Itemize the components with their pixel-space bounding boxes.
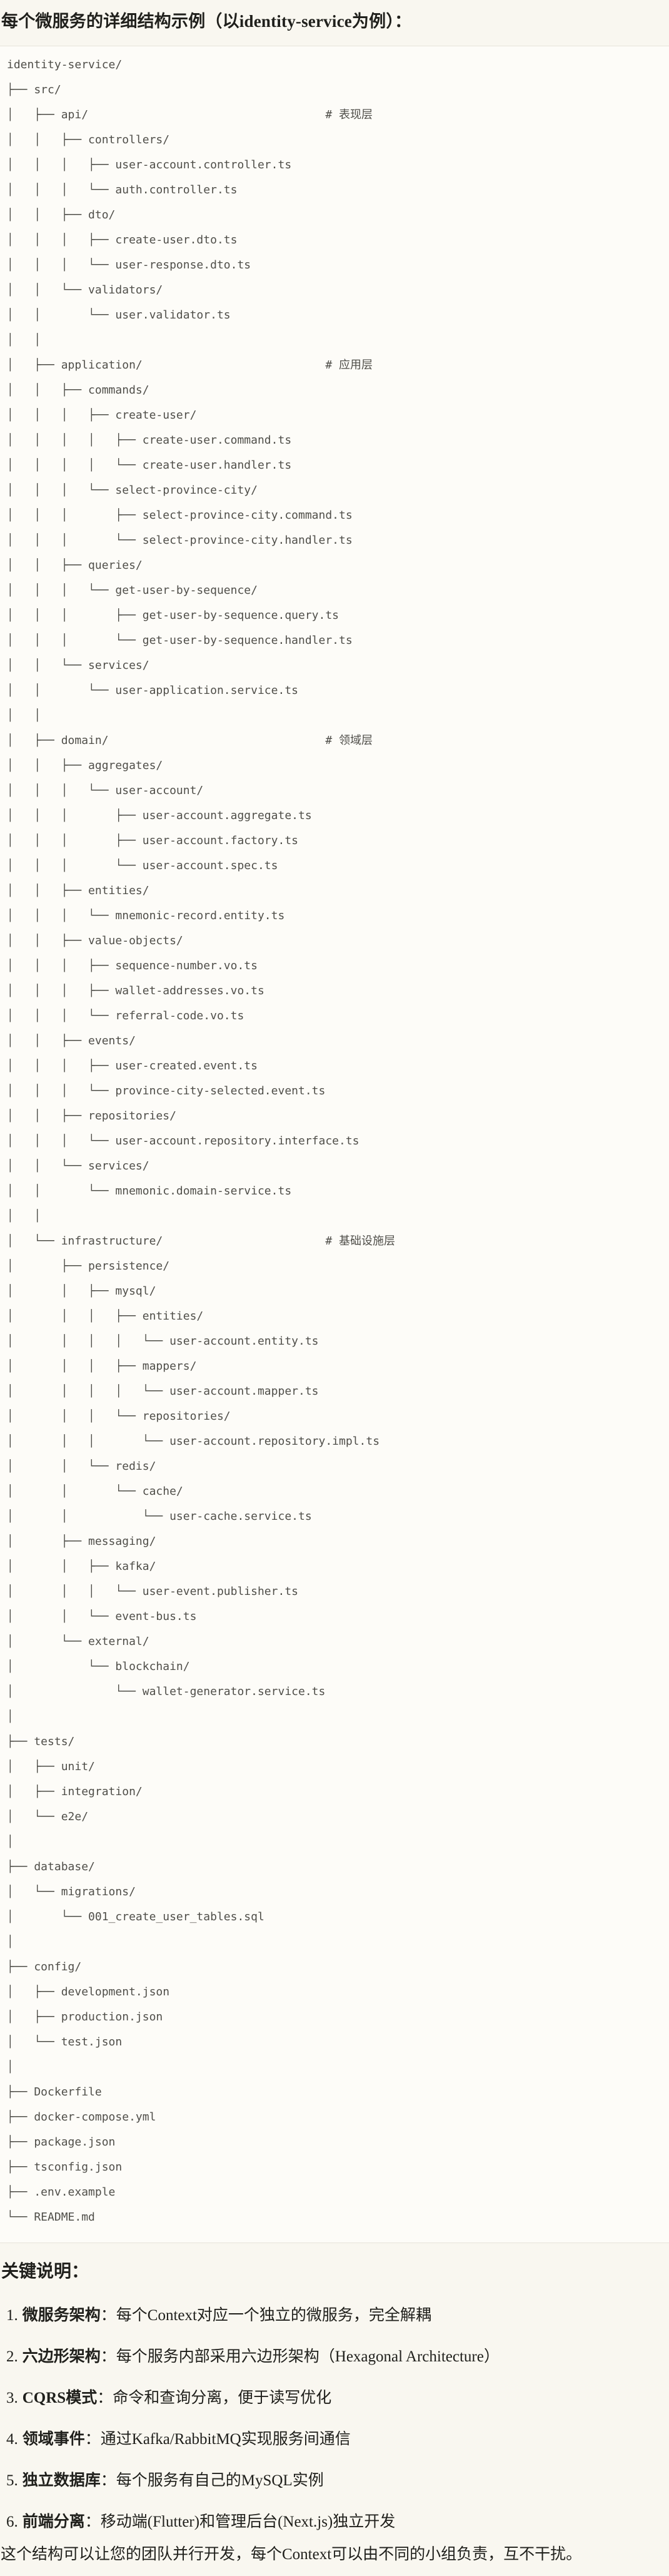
note-number: 2.	[6, 2348, 18, 2365]
note-label: 领域事件	[22, 2431, 85, 2448]
note-text: ：命令和查询分离，便于读写优化	[97, 2390, 332, 2406]
note-label: 前端分离	[22, 2513, 85, 2530]
note-text: ：每个Context对应一个独立的微服务，完全解耦	[100, 2307, 431, 2324]
note-item: 6.前端分离：移动端(Flutter)和管理后台(Next.js)独立开发	[0, 2512, 669, 2532]
note-text: ：每个服务内部采用六边形架构（Hexagonal Architecture）	[100, 2348, 500, 2365]
note-item: 3.CQRS模式：命令和查询分离，便于读写优化	[0, 2388, 669, 2408]
closing-paragraph: 这个结构可以让您的团队并行开发，每个Context可以由不同的小组负责，互不干扰…	[1, 2546, 582, 2563]
note-label: 六边形架构	[22, 2348, 101, 2365]
note-label: 独立数据库	[22, 2472, 101, 2489]
note-number: 1.	[6, 2307, 18, 2324]
note-item: 4.领域事件：通过Kafka/RabbitMQ实现服务间通信	[0, 2430, 669, 2450]
note-number: 5.	[6, 2472, 18, 2489]
note-number: 3.	[6, 2390, 18, 2406]
notes-section: 关键说明： 1.微服务架构：每个Context对应一个独立的微服务，完全解耦 2…	[0, 2259, 669, 2565]
note-text: ：通过Kafka/RabbitMQ实现服务间通信	[84, 2431, 351, 2448]
notes-heading: 关键说明：	[1, 2262, 89, 2281]
note-text: ：每个服务有自己的MySQL实例	[100, 2472, 324, 2489]
note-number: 6.	[6, 2513, 18, 2530]
code-block: identity-service/ ├── src/ │ ├── api/ # …	[0, 46, 669, 2243]
note-item: 5.独立数据库：每个服务有自己的MySQL实例	[0, 2471, 669, 2491]
page-title: 每个微服务的详细结构示例（以identity-service为例）：	[1, 12, 412, 31]
note-item: 1.微服务架构：每个Context对应一个独立的微服务，完全解耦	[0, 2306, 669, 2326]
note-item: 2.六边形架构：每个服务内部采用六边形架构（Hexagonal Architec…	[0, 2347, 669, 2367]
note-label: 微服务架构	[22, 2307, 101, 2324]
note-text: ：移动端(Flutter)和管理后台(Next.js)独立开发	[84, 2513, 396, 2530]
note-number: 4.	[6, 2431, 18, 2448]
directory-tree: identity-service/ ├── src/ │ ├── api/ # …	[7, 58, 396, 2224]
note-label: CQRS模式	[22, 2390, 98, 2406]
